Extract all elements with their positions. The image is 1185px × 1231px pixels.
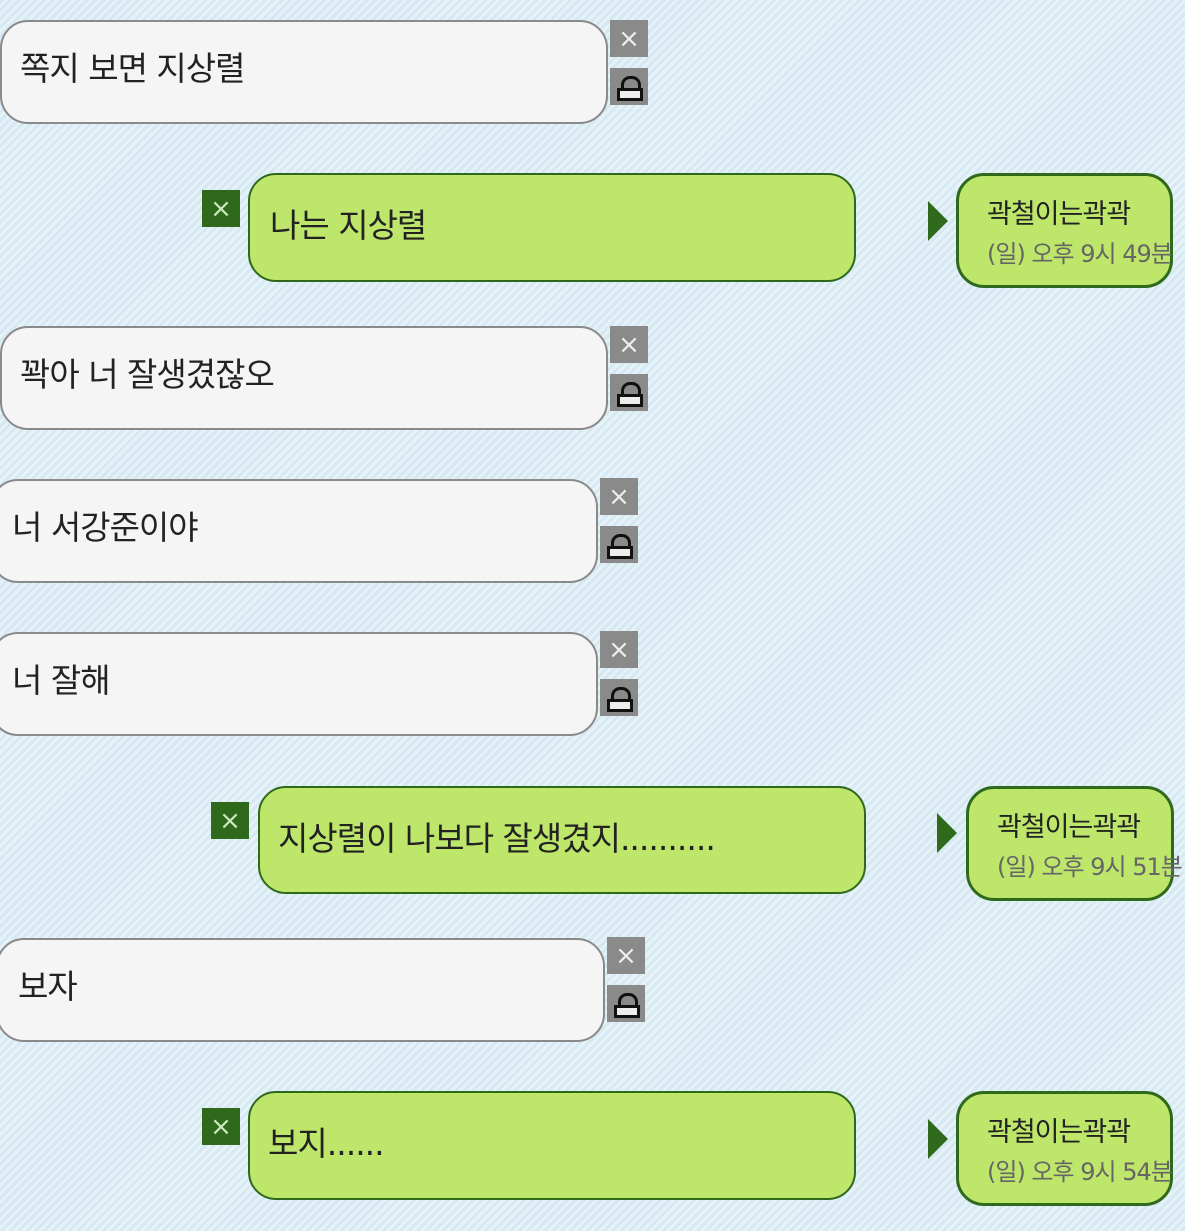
message-text: 꽉아 너 잘생겼잖오	[20, 355, 275, 394]
delete-icon[interactable]: ×	[600, 631, 638, 668]
delete-icon[interactable]: ×	[607, 937, 645, 974]
timestamp: (일) 오후 9시 49분	[987, 240, 1173, 268]
delete-icon[interactable]: ×	[211, 802, 249, 839]
message-bubble-received: 쪽지 보면 지상렬	[0, 20, 608, 124]
arrow-icon	[928, 1119, 948, 1159]
lock-icon[interactable]	[600, 526, 638, 563]
message-bubble-received: 너 잘해	[0, 632, 598, 736]
lock-icon[interactable]	[607, 985, 645, 1022]
lock-icon[interactable]	[610, 68, 648, 105]
arrow-icon	[928, 201, 948, 241]
message-bubble-sent: 나는 지상렬	[248, 173, 856, 282]
delete-icon[interactable]: ×	[202, 190, 240, 227]
arrow-icon	[937, 813, 957, 853]
message-text: 보자	[18, 967, 78, 1006]
timestamp: (일) 오후 9시 51분	[997, 853, 1183, 881]
sender-info: 곽철이는곽곽 (일) 오후 9시 51분	[966, 786, 1183, 901]
message-text: 쪽지 보면 지상렬	[20, 49, 245, 88]
delete-icon[interactable]: ×	[610, 20, 648, 57]
sender-info: 곽철이는곽곽 (일) 오후 9시 49분	[956, 173, 1173, 288]
lock-icon[interactable]	[600, 679, 638, 716]
message-bubble-received: 꽉아 너 잘생겼잖오	[0, 326, 608, 430]
delete-icon[interactable]: ×	[610, 326, 648, 363]
message-text: 너 잘해	[12, 661, 111, 700]
message-bubble-received: 너 서강준이야	[0, 479, 598, 583]
lock-icon[interactable]	[610, 374, 648, 411]
sender-name: 곽철이는곽곽	[987, 199, 1131, 230]
delete-icon[interactable]: ×	[600, 478, 638, 515]
message-bubble-sent: 보지......	[248, 1091, 856, 1200]
message-bubble-sent: 지상렬이 나보다 잘생겼지..........	[258, 786, 866, 894]
timestamp: (일) 오후 9시 54분	[987, 1158, 1173, 1186]
sender-name: 곽철이는곽곽	[987, 1117, 1131, 1148]
message-text: 보지......	[268, 1124, 385, 1163]
message-bubble-received: 보자	[0, 938, 605, 1042]
message-text: 지상렬이 나보다 잘생겼지..........	[278, 819, 716, 858]
sender-name: 곽철이는곽곽	[997, 812, 1141, 843]
delete-icon[interactable]: ×	[202, 1108, 240, 1145]
sender-info: 곽철이는곽곽 (일) 오후 9시 54분	[956, 1091, 1173, 1206]
message-text: 나는 지상렬	[270, 206, 427, 245]
message-text: 너 서강준이야	[12, 508, 199, 547]
